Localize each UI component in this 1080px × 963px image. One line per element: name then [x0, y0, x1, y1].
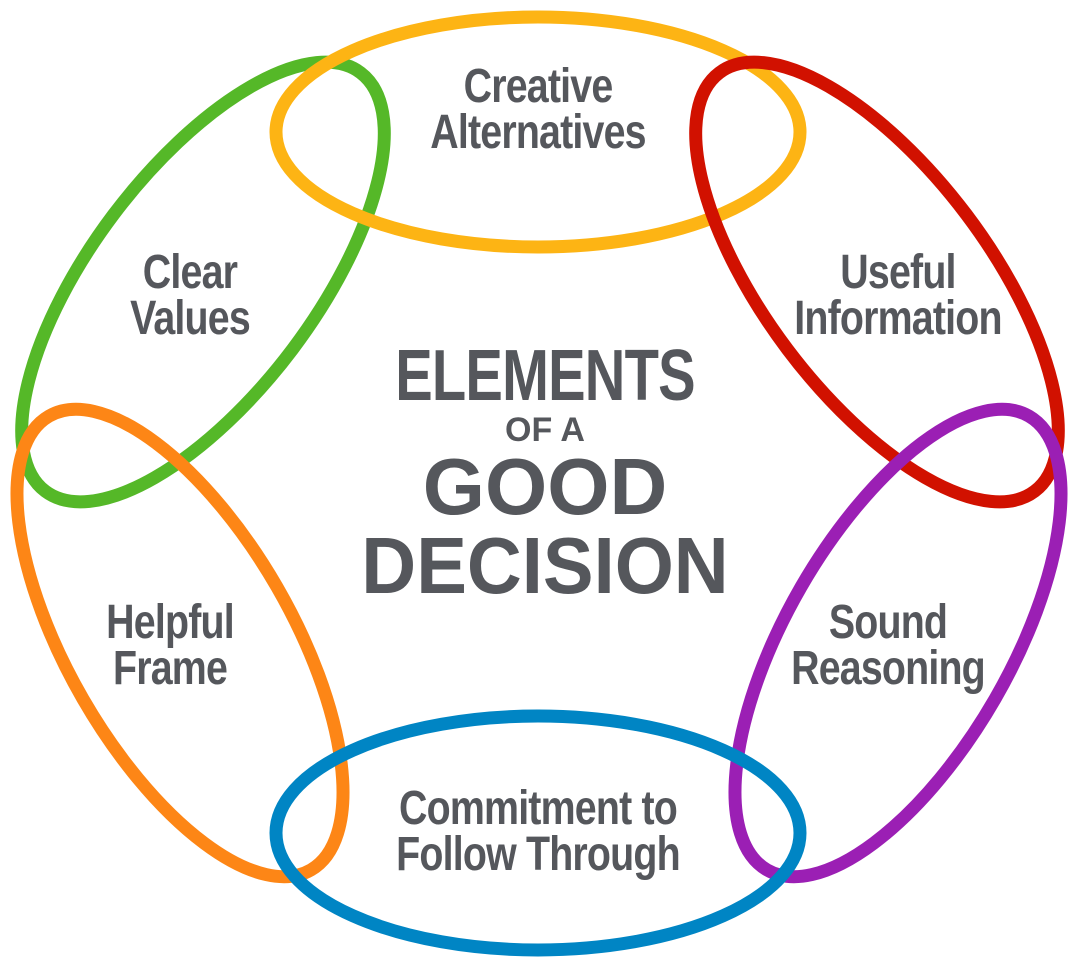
title-line-good: GOOD [422, 442, 668, 531]
label-line: Commitment to [399, 782, 678, 835]
label-line: Helpful [106, 596, 234, 649]
clear-values-ellipse [15, 55, 391, 509]
label-line: Follow Through [396, 828, 680, 881]
title-line-decision: DECISION [361, 521, 729, 610]
helpful-frame-ellipse [10, 402, 350, 884]
label-useful-information: Useful Information [783, 246, 1013, 345]
commitment-ellipse [269, 709, 807, 957]
diagram-title: ELEMENTS OF A GOOD DECISION [320, 340, 770, 606]
sound-reasoning-ellipse [728, 402, 1068, 884]
label-helpful-frame: Helpful Frame [88, 596, 252, 695]
label-line: Information [794, 292, 1002, 345]
label-line: Frame [112, 642, 228, 695]
title-line-elements: ELEMENTS [395, 336, 695, 416]
label-clear-values: Clear Values [108, 246, 272, 345]
label-line: Sound [828, 596, 948, 649]
label-line: Reasoning [791, 642, 986, 695]
label-commitment-to-follow-through: Commitment to Follow Through [382, 782, 694, 881]
title-line-of-a: OF A [505, 411, 585, 449]
label-line: Creative [463, 60, 614, 113]
label-line: Useful [840, 246, 956, 299]
label-line: Values [130, 292, 251, 345]
label-line: Alternatives [430, 106, 646, 159]
creative-alternatives-ellipse [269, 10, 807, 254]
label-creative-alternatives: Creative Alternatives [415, 60, 661, 159]
useful-information-ellipse [689, 55, 1065, 509]
label-sound-reasoning: Sound Reasoning [781, 596, 994, 695]
label-line: Clear [142, 246, 238, 299]
